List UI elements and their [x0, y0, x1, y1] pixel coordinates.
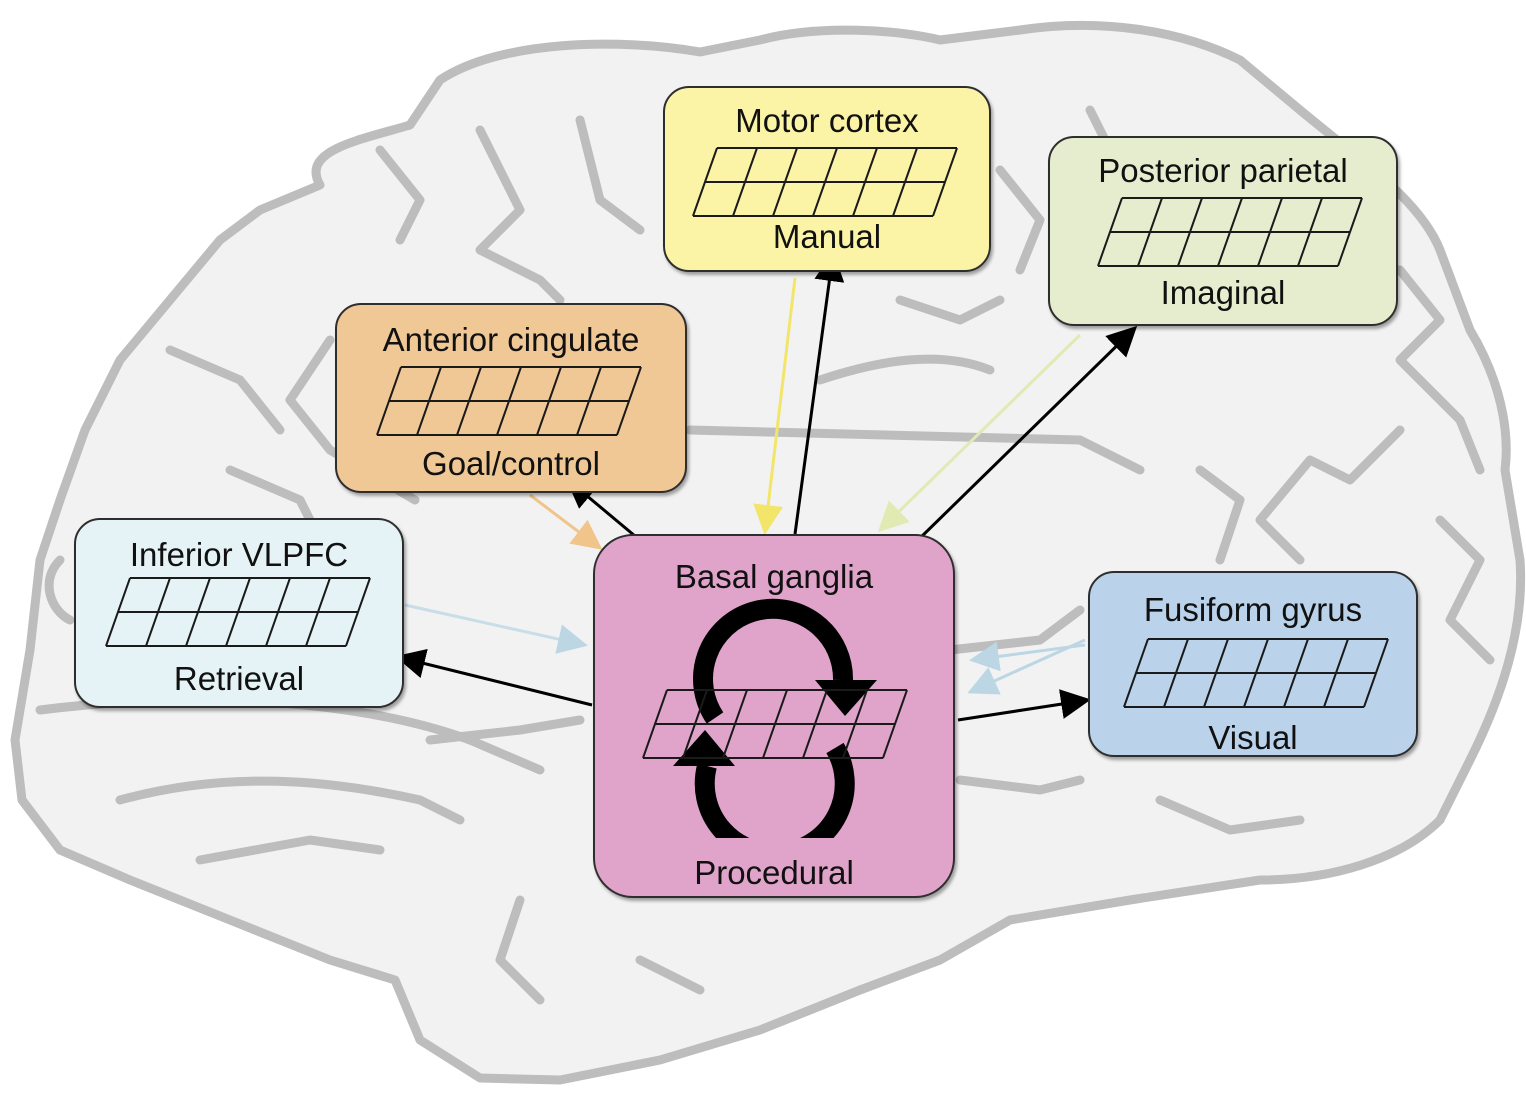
fusiform-region-label: Fusiform gyrus: [1143, 591, 1363, 628]
motor-region-label: Motor cortex: [735, 102, 919, 139]
arrow-bg-to-vlpfc: [395, 648, 593, 707]
module-inferior-vlpfc: Inferior VLPFC Retrieval: [74, 518, 404, 708]
module-posterior-parietal: Posterior parietal Imaginal: [1048, 136, 1398, 326]
module-fusiform-gyrus: Fusiform gyrus Visual: [1088, 571, 1418, 757]
grid-buffer-icon: [642, 689, 908, 759]
arrow-bg-to-motor: [793, 251, 845, 535]
vlpfc-region-label: Inferior VLPFC: [129, 536, 349, 573]
grid-buffer-icon: [105, 577, 371, 647]
module-motor-cortex: Motor cortex Manual: [663, 86, 991, 272]
bg-region-label: Basal ganglia: [674, 558, 874, 595]
cingulate-function-label: Goal/control: [422, 445, 600, 482]
fusiform-function-label: Visual: [1208, 719, 1298, 756]
grid-buffer-icon: [1097, 197, 1363, 267]
parietal-region-label: Posterior parietal: [1098, 152, 1348, 189]
grid-buffer-icon: [1123, 638, 1389, 708]
grid-buffer-icon: [376, 366, 642, 436]
arrow-fusiform-to-bg-2: [967, 638, 1086, 695]
motor-function-label: Manual: [772, 218, 882, 255]
cingulate-region-label: Anterior cingulate: [382, 321, 640, 358]
module-basal-ganglia: Basal ganglia Procedural: [593, 534, 955, 898]
arrow-motor-to-bg: [753, 277, 797, 535]
grid-buffer-icon: [692, 147, 958, 217]
arrow-vlpfc-to-bg: [404, 603, 588, 654]
arrow-parietal-to-bg: [877, 333, 1082, 533]
arrow-bg-to-fusiform: [957, 689, 1091, 722]
module-anterior-cingulate: Anterior cingulate Goal/control: [335, 303, 687, 493]
parietal-function-label: Imaginal: [1160, 274, 1286, 311]
bg-function-label: Procedural: [694, 854, 854, 891]
arrow-bg-to-parietal: [916, 325, 1138, 542]
vlpfc-function-label: Retrieval: [173, 660, 305, 697]
arrow-cingulate-to-bg: [529, 493, 603, 550]
